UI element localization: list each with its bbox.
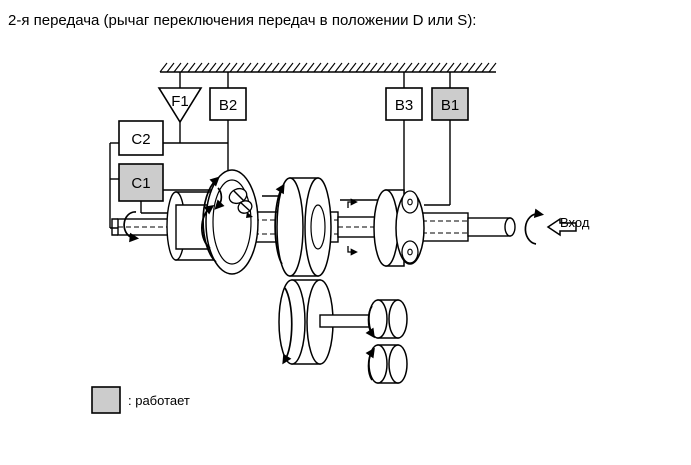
- legend-swatch: [91, 386, 121, 414]
- element-C2[interactable]: C2: [118, 120, 164, 156]
- element-C1-label: C1: [131, 175, 150, 192]
- legend-label: : работает: [128, 393, 190, 408]
- element-B2[interactable]: B2: [209, 87, 247, 121]
- planetary-gear-right: [373, 189, 425, 267]
- element-B1[interactable]: B1: [431, 87, 469, 121]
- element-B3[interactable]: B3: [385, 87, 423, 121]
- page-title: 2-я передача (рычаг переключения передач…: [8, 12, 477, 29]
- input-label: Вход: [560, 215, 590, 230]
- rotation-arrows: [123, 176, 545, 381]
- element-B1-label: B1: [441, 97, 459, 114]
- element-F1-label: F1: [171, 93, 189, 110]
- planetary-gear-left: [205, 169, 259, 275]
- element-B3-label: B3: [395, 97, 413, 114]
- center-drum: [276, 177, 332, 277]
- element-C2-label: C2: [131, 131, 150, 148]
- ground-line: [159, 62, 497, 73]
- counter-gear-assembly: [278, 279, 408, 384]
- element-F1[interactable]: F1: [157, 87, 203, 124]
- element-C1[interactable]: C1: [118, 163, 164, 202]
- element-B2-label: B2: [219, 97, 237, 114]
- input-arrow-icon: [546, 217, 577, 237]
